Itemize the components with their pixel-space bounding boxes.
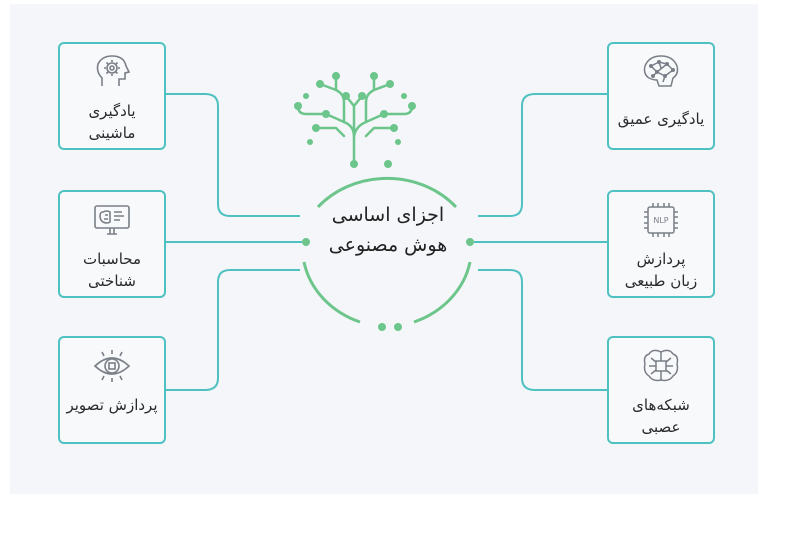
monitor-brain-icon [94,205,130,235]
card-deep-learning: یادگیری عمیق [607,42,715,150]
card-computer-vision: پردازش تصویر [58,336,166,444]
center-arc-right [413,261,472,324]
center-arc-top [316,176,458,209]
robot-head-gear-icon [96,55,131,86]
card-label: محاسبات شناختی [82,250,142,290]
card-neural-networks: شبکه‌های عصبی [607,336,715,444]
card-cognitive-computing: محاسبات شناختی [58,190,166,298]
center-dot-top [384,160,392,168]
card-label: یادگیری ماشینی [88,102,136,142]
center-title: اجزای اساسی هوش مصنوعی [328,204,448,256]
card-machine-learning: یادگیری ماشینی [58,42,166,150]
eye-chip-icon [93,350,131,382]
card-label: پردازش تصویر [66,396,158,414]
neural-brain-network-icon [643,55,679,87]
brain-circuit-illustration [294,72,416,168]
card-nlp: NLP پردازش زبان طبیعی [607,190,715,298]
brain-circuit-icon [643,349,679,382]
nlp-chip-text: NLP [653,216,668,225]
center-dot-right [466,238,474,246]
connector-deep-learning [478,93,609,217]
center-dot-bottom-1 [378,323,386,331]
card-label: پردازش زبان طبیعی [624,250,698,290]
nlp-chip-icon: NLP [644,203,678,237]
center-dot-bottom-2 [394,323,402,331]
connector-computer-vision [165,269,300,391]
card-label: شبکه‌های عصبی [632,396,690,436]
card-label: یادگیری عمیق [617,110,705,128]
center-arc-left [302,261,361,324]
connector-neural-networks [478,269,609,391]
connector-machine-learning [165,93,300,217]
center-dot-left [302,238,310,246]
